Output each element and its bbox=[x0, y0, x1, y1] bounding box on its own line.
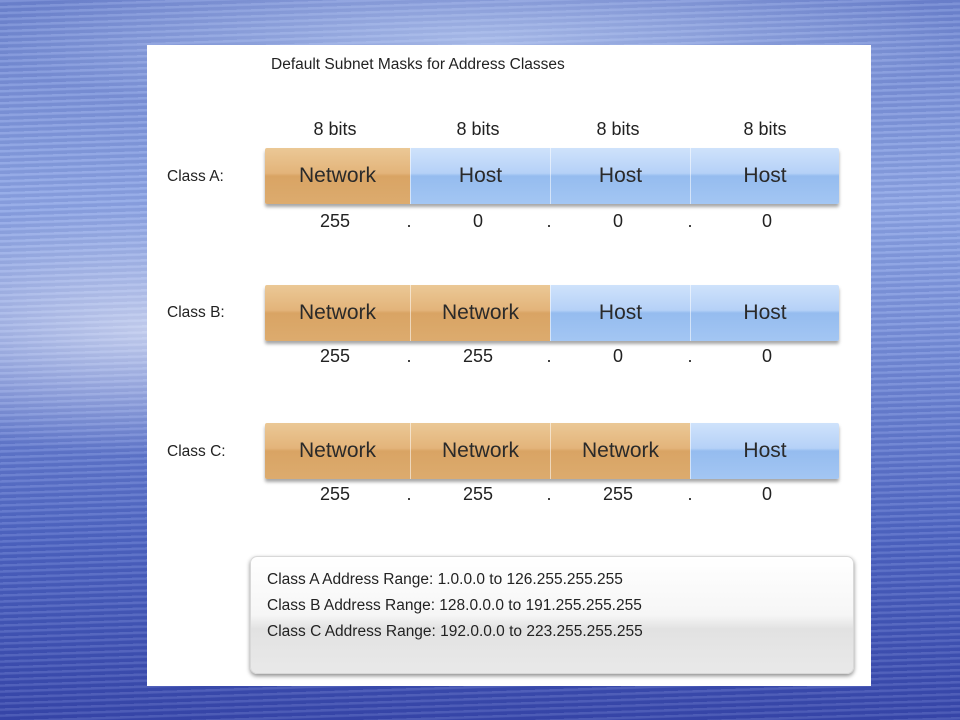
class-c-segment-4: Host bbox=[690, 423, 839, 479]
class-b-octet-4: 0 bbox=[761, 346, 772, 366]
class-b-dot-3: . bbox=[687, 346, 693, 366]
class-a-segment-3: Host bbox=[550, 148, 690, 204]
class-a-range: Class A Address Range: 1.0.0.0 to 126.25… bbox=[267, 571, 623, 588]
class-b-bar: Network Network Host Host bbox=[265, 285, 839, 341]
class-b-range: Class B Address Range: 128.0.0.0 to 191.… bbox=[267, 597, 642, 614]
bits-label-4: 8 bits bbox=[743, 119, 787, 139]
diagram-title: Default Subnet Masks for Address Classes bbox=[271, 56, 565, 73]
class-c-octet-3: 255 bbox=[602, 484, 634, 504]
class-c-octet-2: 255 bbox=[462, 484, 494, 504]
class-a-label: Class A: bbox=[167, 168, 224, 185]
bits-label-3: 8 bits bbox=[596, 119, 640, 139]
class-a-dot-1: . bbox=[406, 211, 412, 231]
class-a-bar: Network Host Host Host bbox=[265, 148, 839, 204]
class-b-octet-2: 255 bbox=[462, 346, 494, 366]
address-range-box: Class A Address Range: 1.0.0.0 to 126.25… bbox=[250, 556, 854, 674]
class-c-octet-1: 255 bbox=[319, 484, 351, 504]
class-a-segment-1: Network bbox=[265, 148, 410, 204]
class-b-octet-3: 0 bbox=[612, 346, 623, 366]
class-b-segment-4: Host bbox=[690, 285, 839, 341]
class-a-segment-2: Host bbox=[410, 148, 550, 204]
class-c-bar: Network Network Network Host bbox=[265, 423, 839, 479]
class-a-dot-3: . bbox=[687, 211, 693, 231]
class-c-dot-3: . bbox=[687, 484, 693, 504]
class-b-label: Class B: bbox=[167, 304, 225, 321]
class-a-octet-1: 255 bbox=[319, 211, 351, 231]
class-a-segment-4: Host bbox=[690, 148, 839, 204]
class-b-octet-1: 255 bbox=[319, 346, 351, 366]
class-b-dot-1: . bbox=[406, 346, 412, 366]
class-c-dot-2: . bbox=[546, 484, 552, 504]
class-b-segment-1: Network bbox=[265, 285, 410, 341]
class-c-dot-1: . bbox=[406, 484, 412, 504]
class-a-octet-4: 0 bbox=[761, 211, 772, 231]
class-a-octet-2: 0 bbox=[472, 211, 483, 231]
class-b-dot-2: . bbox=[546, 346, 552, 366]
class-c-octet-4: 0 bbox=[761, 484, 772, 504]
class-b-segment-3: Host bbox=[550, 285, 690, 341]
diagram-panel: Default Subnet Masks for Address Classes… bbox=[147, 45, 871, 686]
class-c-label: Class C: bbox=[167, 443, 226, 460]
class-c-segment-2: Network bbox=[410, 423, 550, 479]
bits-label-1: 8 bits bbox=[313, 119, 357, 139]
class-c-range: Class C Address Range: 192.0.0.0 to 223.… bbox=[267, 623, 643, 640]
class-a-dot-2: . bbox=[546, 211, 552, 231]
class-c-segment-3: Network bbox=[550, 423, 690, 479]
class-b-segment-2: Network bbox=[410, 285, 550, 341]
bits-label-2: 8 bits bbox=[456, 119, 500, 139]
class-a-octet-3: 0 bbox=[612, 211, 623, 231]
class-c-segment-1: Network bbox=[265, 423, 410, 479]
